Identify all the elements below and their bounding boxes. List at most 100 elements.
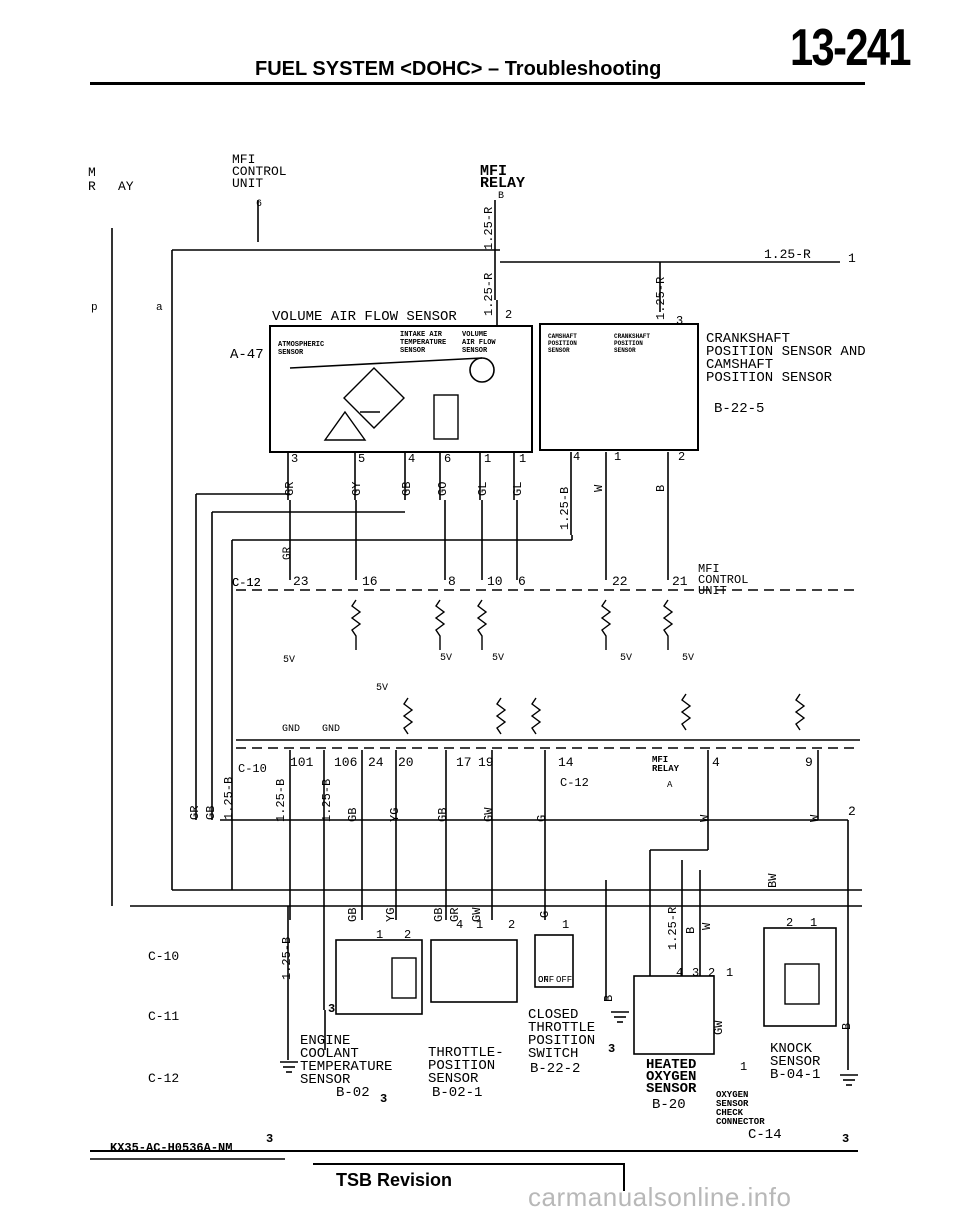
connector-label: C-12: [148, 1071, 179, 1086]
gnd-label: GND: [322, 724, 340, 735]
ecu-pin: 23: [293, 574, 309, 589]
crank-bottom-pin: 1: [614, 450, 621, 464]
o2-check-label: CHECK: [716, 1108, 744, 1118]
crank-bottom-pin: 2: [678, 450, 685, 464]
o2-pin: 4: [676, 966, 683, 980]
figure-code: KX35-AC-H0536A-NM: [110, 1141, 233, 1155]
mfi-control-unit-label: MFI: [698, 562, 720, 576]
o2-pin: 1: [726, 966, 733, 980]
o2-pin: 3: [692, 966, 699, 980]
mfi-relay-side-label: M: [88, 165, 96, 180]
tps-label: THROTTLE-: [428, 1045, 504, 1061]
ctps-pin: 1: [562, 918, 569, 932]
wire-color: GW: [470, 907, 484, 922]
vafs-pin: 2: [505, 308, 512, 322]
wire-color: GR: [283, 482, 297, 496]
ecu-pin: 8: [448, 574, 456, 589]
side-mark: a: [156, 302, 163, 314]
wire-color: B: [840, 1023, 854, 1030]
mfi-relay-label: MFI: [480, 163, 507, 180]
ecu-pin: 10: [487, 574, 503, 589]
o2-label: HEATED: [646, 1057, 696, 1073]
circle-ref: 2: [848, 804, 856, 819]
wire-color: B: [684, 927, 698, 934]
o2-pin: 2: [708, 966, 715, 980]
wire-color: GW: [712, 1020, 726, 1035]
tps-label: POSITION: [428, 1058, 495, 1074]
tps-pin: 4: [456, 918, 463, 932]
wire-color: W: [700, 922, 714, 930]
wire-color: G: [538, 911, 552, 918]
mfi-control-unit-label: CONTROL: [698, 573, 748, 587]
unit-pin: 6: [256, 199, 262, 210]
mfi-control-unit-label: CONTROL: [232, 164, 287, 179]
ecu-pin: 4: [712, 755, 720, 770]
knock-label: SENSOR: [770, 1054, 821, 1070]
vafs-inner-label: SENSOR: [278, 349, 304, 357]
crank-cam-label: CAMSHAFT: [706, 357, 773, 373]
wire-color: GY: [350, 482, 364, 496]
wire-color: 1.25-R: [666, 907, 680, 950]
mfi-relay-side-label: R: [88, 179, 96, 194]
ctps-label: SWITCH: [528, 1046, 578, 1062]
connector-label: C-11: [148, 1009, 179, 1024]
vafs-bottom-pin: 1: [519, 452, 526, 466]
wire-color: W: [808, 814, 822, 822]
ecu-pin: 20: [398, 755, 414, 770]
tps-pin: 1: [476, 918, 483, 932]
knock-label: KNOCK: [770, 1041, 813, 1057]
tsb-box: [313, 1163, 625, 1191]
o2-check-label: CONNECTOR: [716, 1117, 765, 1127]
wire-color: B: [654, 485, 668, 492]
side-mark: p: [91, 302, 98, 314]
ctps-label: CLOSED: [528, 1007, 578, 1023]
relay-pin: A: [667, 780, 673, 790]
connector-label: C-10: [148, 949, 179, 964]
connector-label: B-02-1: [432, 1085, 482, 1101]
wire-color: G: [535, 815, 549, 822]
vafs-bottom-pin: 1: [484, 452, 491, 466]
wire-color: GL: [511, 482, 525, 496]
knock-pin: 1: [810, 916, 817, 930]
ground-box: 3: [608, 1042, 615, 1056]
wiring-lines: [90, 200, 862, 1160]
vafs-bottom-pin: 4: [408, 452, 415, 466]
o2-check-label: OXYGEN: [716, 1090, 748, 1100]
wire-color: 1.25-R: [482, 273, 496, 316]
vafs-bottom-pin: 6: [444, 452, 451, 466]
ecu-pin: 6: [518, 574, 526, 589]
connector-label: C-12: [232, 576, 261, 590]
connector-label: C-10: [238, 762, 267, 776]
wire-color: GL: [476, 482, 490, 496]
wire-color: BW: [766, 873, 780, 888]
watermark: carmanualsonline.info: [528, 1182, 792, 1212]
5v-label: 5V: [682, 653, 694, 664]
connector-label: B-20: [652, 1097, 686, 1113]
wire-color: 1.25-B: [280, 937, 294, 980]
ground-box: 3: [842, 1132, 849, 1146]
knock-pin: 2: [786, 916, 793, 930]
o2-check-label: SENSOR: [716, 1099, 749, 1109]
crank-cam-inner: POSITION: [614, 340, 643, 347]
wire-color: 1.25-R: [764, 247, 811, 262]
ecu-pin: 24: [368, 755, 384, 770]
wire-color: W: [592, 484, 606, 492]
wire-color: YG: [388, 808, 402, 822]
ecu-pin: 106: [334, 755, 357, 770]
mfi-control-unit-label: UNIT: [698, 584, 727, 598]
ecu-pin: 19: [478, 755, 494, 770]
crank-cam-inner: SENSOR: [614, 347, 636, 354]
ecu-pin: 101: [290, 755, 314, 770]
vafs-bottom-pin: 3: [291, 452, 298, 466]
ect-pin: 1: [376, 928, 383, 942]
wire-color: GB: [204, 806, 218, 820]
connector-label: B-04-1: [770, 1067, 820, 1083]
crank-pin: 3: [676, 314, 683, 328]
vafs-inner-label: SENSOR: [400, 347, 426, 355]
wire-color: 1.25-R: [482, 207, 496, 250]
wire-color: 1.25-B: [320, 779, 334, 822]
ground-box: 3: [266, 1132, 273, 1146]
5v-label: 5V: [620, 653, 632, 664]
page-title: FUEL SYSTEM <DOHC> – Troubleshooting: [255, 58, 662, 80]
